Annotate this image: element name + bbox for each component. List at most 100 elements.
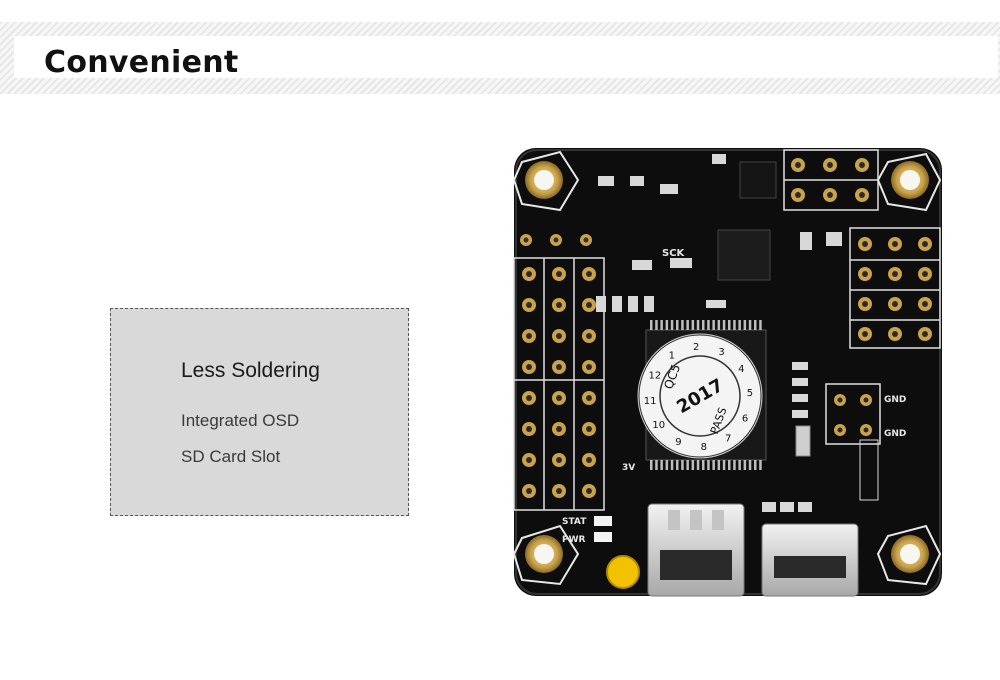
- solder-pad-hole: [526, 426, 532, 432]
- usb-port-right: [761, 523, 859, 597]
- header-pad-hole: [859, 192, 865, 198]
- mcu-pin: [717, 460, 721, 470]
- qc-seal-number: 4: [738, 364, 744, 375]
- left-pad-array: [513, 257, 605, 511]
- solder-pad-hole: [922, 241, 928, 247]
- gnd-pad-hole: [837, 397, 843, 403]
- mcu-pin: [670, 460, 674, 470]
- mcu-pin: [655, 460, 658, 470]
- top-header-pads: [783, 149, 879, 211]
- feature-box: Less Soldering Integrated OSD SD Card Sl…: [110, 308, 409, 516]
- header-pad-hole: [827, 162, 833, 168]
- solder-pad-hole: [922, 271, 928, 277]
- solder-pad-hole: [526, 364, 532, 370]
- solder-pad-hole: [526, 457, 532, 463]
- solder-pad-hole: [526, 488, 532, 494]
- solder-pad-hole: [586, 457, 592, 463]
- solder-pad-hole: [526, 271, 532, 277]
- mcu-pin: [738, 460, 741, 470]
- mounting-hole-top-left: [512, 150, 580, 212]
- solder-pad-hole: [556, 333, 562, 339]
- mcu-pin: [702, 460, 705, 470]
- mcu-pin: [707, 460, 710, 470]
- page-title: Convenient: [44, 45, 239, 80]
- qc-seal-number: 8: [701, 442, 707, 453]
- mcu-pin: [759, 320, 762, 330]
- solder-pad-hole: [586, 364, 592, 370]
- silk-stat: STAT: [562, 517, 587, 527]
- solder-pad-hole: [556, 395, 562, 401]
- mcu-pin: [712, 320, 715, 330]
- solder-pad-hole: [556, 364, 562, 370]
- solder-pad-hole: [922, 331, 928, 337]
- mcu-pin: [748, 460, 752, 470]
- feature-item-sd: SD Card Slot: [181, 447, 281, 466]
- mcu-pin: [660, 460, 663, 470]
- mounting-hole-bottom-right: [876, 524, 942, 586]
- solder-pad-hole: [526, 395, 532, 401]
- solder-pad-hole: [586, 333, 592, 339]
- solder-pad-hole: [862, 271, 868, 277]
- solder-pad-hole: [892, 331, 898, 337]
- header-pad-hole: [795, 162, 801, 168]
- qc-seal-number: 6: [742, 414, 748, 425]
- solder-pad-hole: [862, 301, 868, 307]
- mcu-pin: [665, 460, 669, 470]
- gnd-pad-hole: [837, 427, 843, 433]
- qc-seal-number: 10: [652, 420, 665, 431]
- silk-pwr: PWR: [562, 535, 586, 545]
- mcu-pin: [681, 320, 684, 330]
- mcu-pin: [650, 460, 653, 470]
- header-pad-hole: [795, 192, 801, 198]
- crystal: [795, 425, 811, 457]
- silk-gnd-2: GND: [884, 429, 906, 439]
- solder-pad-hole: [892, 301, 898, 307]
- mcu-pin: [722, 320, 726, 330]
- qc-seal-number: 3: [718, 347, 724, 358]
- mcu-pin: [686, 320, 689, 330]
- mcu-pin: [650, 320, 653, 330]
- mcu-pin: [676, 320, 679, 330]
- mcu-pin: [743, 320, 747, 330]
- mcu-pin: [733, 320, 736, 330]
- qc-seal-number: 12: [649, 370, 662, 381]
- qc-seal-number: 7: [725, 433, 731, 444]
- mcu-pin: [738, 320, 741, 330]
- solder-pad-hole: [862, 241, 868, 247]
- solder-pad-hole: [862, 331, 868, 337]
- solder-pad-hole: [526, 333, 532, 339]
- mcu-pin: [660, 320, 663, 330]
- mcu-pin: [670, 320, 674, 330]
- solder-pad-hole: [556, 426, 562, 432]
- usb-port-left: [647, 503, 745, 597]
- pwr-led: [594, 532, 612, 542]
- qc-seal-number: 11: [644, 396, 657, 407]
- mcu-pin: [681, 460, 684, 470]
- banner-inner: [14, 36, 998, 78]
- gnd-pad-hole: [863, 397, 869, 403]
- boot-button: [606, 555, 640, 589]
- top-left-pad-row: [520, 234, 592, 246]
- qc-seal-number: 1: [669, 351, 675, 362]
- mcu-pin: [676, 460, 679, 470]
- solder-pad-hole: [586, 271, 592, 277]
- mounting-hole-top-right: [876, 152, 942, 212]
- solder-pad-hole: [922, 301, 928, 307]
- feature-heading: Less Soldering: [181, 359, 320, 382]
- mcu-pin: [696, 320, 700, 330]
- solder-pad-hole: [556, 457, 562, 463]
- imu-chip: [717, 229, 771, 281]
- mcu-pin: [702, 320, 705, 330]
- silk-gnd-1: GND: [884, 395, 906, 405]
- qc-seal-number: 5: [747, 388, 753, 399]
- right-pad-array: [825, 227, 941, 445]
- mcu-pin: [707, 320, 710, 330]
- mcu-pin: [717, 320, 721, 330]
- gnd-pad-hole: [863, 427, 869, 433]
- solder-pad-hole: [556, 271, 562, 277]
- silk-3v: 3V: [622, 463, 635, 473]
- mounting-hole-bottom-left: [512, 524, 580, 586]
